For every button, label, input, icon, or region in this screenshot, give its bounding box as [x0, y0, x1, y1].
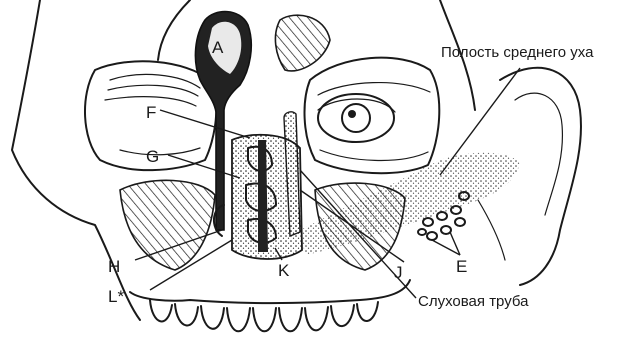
eyeball — [318, 94, 394, 142]
label-l: L* — [108, 287, 124, 306]
label-j: J — [394, 263, 403, 282]
caption-middle-ear: Полость среднего уха — [441, 44, 594, 61]
label-a: A — [212, 38, 224, 57]
label-g: G — [146, 147, 159, 166]
sinus-upper-right — [275, 15, 330, 71]
caption-eustachian-tube: Слуховая труба — [418, 293, 529, 310]
upper-teeth — [150, 300, 378, 331]
iris — [342, 104, 370, 132]
pupil — [348, 110, 356, 118]
label-h: H — [108, 257, 120, 276]
right-orbit — [305, 58, 440, 174]
maxillary-sinus-left — [120, 180, 215, 270]
label-e: E — [456, 257, 467, 276]
label-f: F — [146, 103, 156, 122]
label-k: K — [278, 261, 290, 280]
